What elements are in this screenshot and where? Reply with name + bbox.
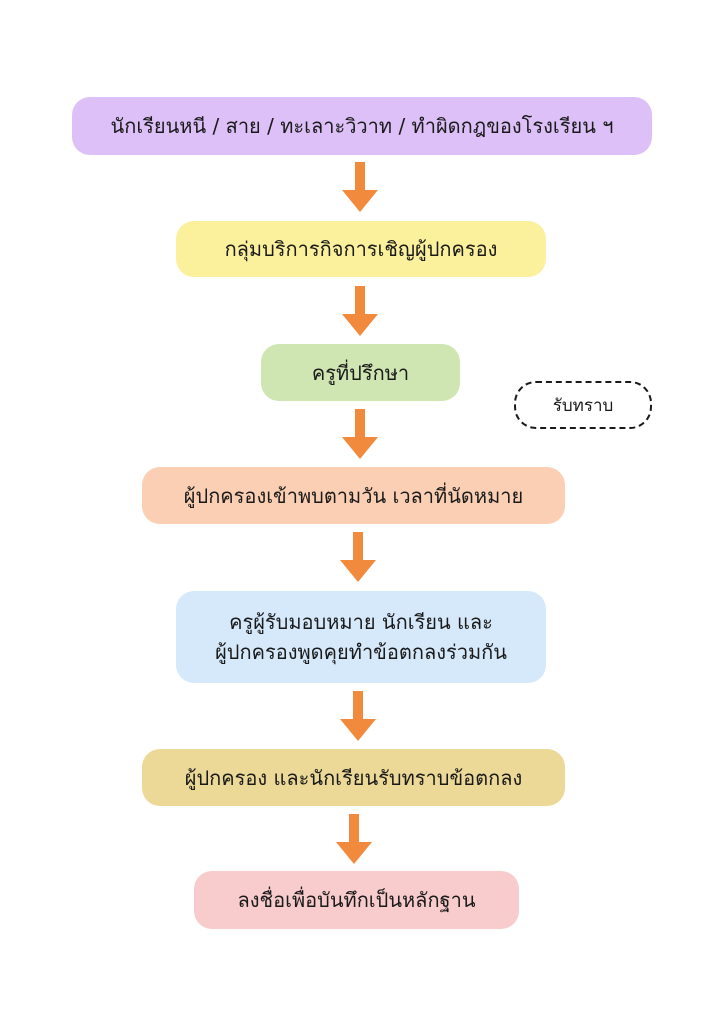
step-student-offense: นักเรียนหนี / สาย / ทะเลาะวิวาท / ทำผิดก… (72, 97, 652, 155)
acknowledge-note: รับทราบ (514, 381, 652, 429)
step-label: ครูที่ปรึกษา (311, 360, 410, 385)
down-arrow-icon (336, 814, 372, 864)
down-arrow-icon (340, 532, 376, 582)
step-invite-parents: กลุ่มบริการกิจการเชิญผู้ปกครอง (176, 221, 546, 277)
step-advisor-teacher: ครูที่ปรึกษา (261, 344, 460, 401)
step-label-line-1: ครูผู้รับมอบหมาย นักเรียน และ (229, 610, 493, 634)
step-label: ผู้ปกครองเข้าพบตามวัน เวลาที่นัดหมาย (183, 483, 524, 508)
down-arrow-icon (342, 409, 378, 459)
step-label: นักเรียนหนี / สาย / ทะเลาะวิวาท / ทำผิดก… (110, 114, 614, 138)
step-label: ลงชื่อเพื่อบันทึกเป็นหลักฐาน (237, 888, 476, 912)
step-label: ผู้ปกครอง และนักเรียนรับทราบข้อตกลง (184, 765, 523, 790)
down-arrow-icon (340, 691, 376, 741)
note-label: รับทราบ (552, 395, 614, 416)
step-label-line-2: ผู้ปกครองพูดคุยทำข้อตกลงร่วมกัน (215, 640, 507, 664)
step-agreement-discussion: ครูผู้รับมอบหมาย นักเรียน และ ผู้ปกครองพ… (176, 591, 546, 683)
step-sign-record: ลงชื่อเพื่อบันทึกเป็นหลักฐาน (194, 871, 519, 929)
down-arrow-icon (342, 286, 378, 336)
step-acknowledge-agreement: ผู้ปกครอง และนักเรียนรับทราบข้อตกลง (142, 749, 565, 806)
step-label: กลุ่มบริการกิจการเชิญผู้ปกครอง (224, 237, 498, 261)
down-arrow-icon (342, 162, 378, 212)
step-parent-meeting: ผู้ปกครองเข้าพบตามวัน เวลาที่นัดหมาย (142, 467, 565, 524)
